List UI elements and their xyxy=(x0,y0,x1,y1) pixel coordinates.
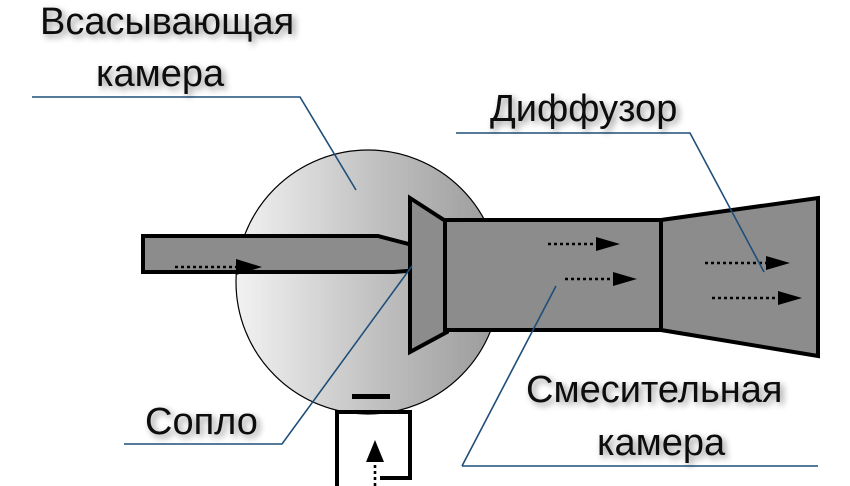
leader-mixing-chamber xyxy=(461,285,818,467)
label-nozzle: Сопло xyxy=(145,401,258,443)
leader-nozzle xyxy=(124,265,413,445)
label-diffuser: Диффузор xyxy=(490,88,677,130)
mixing-chamber xyxy=(443,218,663,332)
flow-arrow-nozzle xyxy=(175,259,262,275)
suction-inlet-cap xyxy=(352,394,390,399)
label-mixing-chamber-line1: Смесительная xyxy=(526,369,782,411)
label-suction-chamber-line2: камера xyxy=(96,53,225,95)
suction-flow-arrowhead xyxy=(366,440,384,462)
leader-suction-chamber xyxy=(32,96,357,191)
diffuser xyxy=(659,195,820,359)
leader-diffuser xyxy=(456,132,765,273)
flow-arrow-mixing-2 xyxy=(565,272,637,286)
flow-arrow-mixing-1 xyxy=(548,237,620,251)
label-mixing-chamber-line2: камера xyxy=(597,422,726,464)
mixing-chamber-inlet-cone xyxy=(408,194,449,356)
label-suction-chamber-line1: Всасывающая xyxy=(40,1,294,43)
flow-arrow-diffuser-1 xyxy=(705,256,790,270)
suction-inlet-pipe xyxy=(335,410,412,486)
flow-arrow-diffuser-2 xyxy=(712,291,802,305)
